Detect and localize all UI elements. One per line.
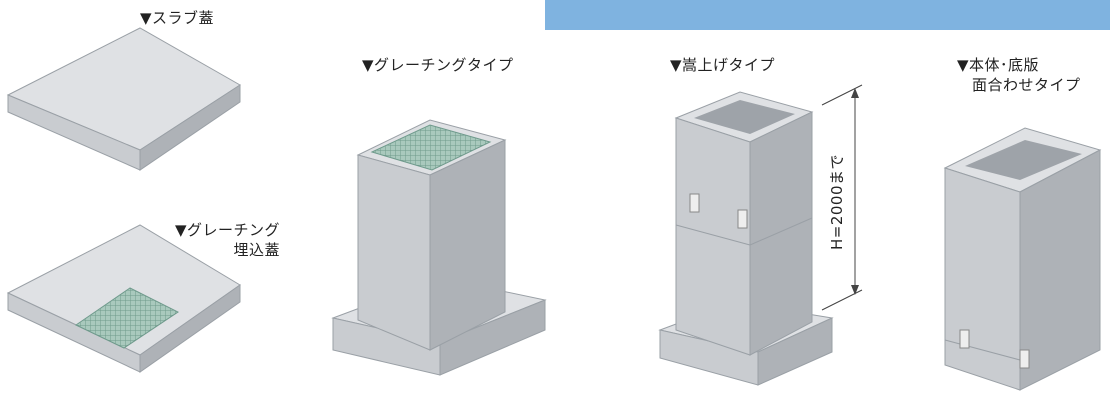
height-dimension-label: H=2000まで [828, 153, 846, 250]
label-grating-embedded-line1: ▼グレーチング [174, 221, 280, 239]
grating-embedded-lid-image [6, 224, 241, 373]
header-banner [545, 0, 1110, 30]
grating-top [370, 124, 492, 171]
label-grating-embedded-line2: 埋込蓋 [233, 241, 280, 259]
grating-insert [75, 287, 179, 349]
label-grating-type: ▼グレーチングタイプ [362, 56, 514, 74]
raised-type-image [658, 84, 863, 386]
flush-type-image [943, 127, 1102, 391]
label-raised-type: ▼嵩上げタイプ [670, 56, 776, 74]
slab-lid-image [6, 27, 241, 171]
label-body-base-line1: ▼本体･底版 [957, 56, 1040, 74]
grating-type-image [331, 119, 547, 376]
label-slab-lid: ▼スラブ蓋 [140, 9, 215, 27]
label-body-base-line2: 面合わせタイプ [972, 76, 1081, 94]
